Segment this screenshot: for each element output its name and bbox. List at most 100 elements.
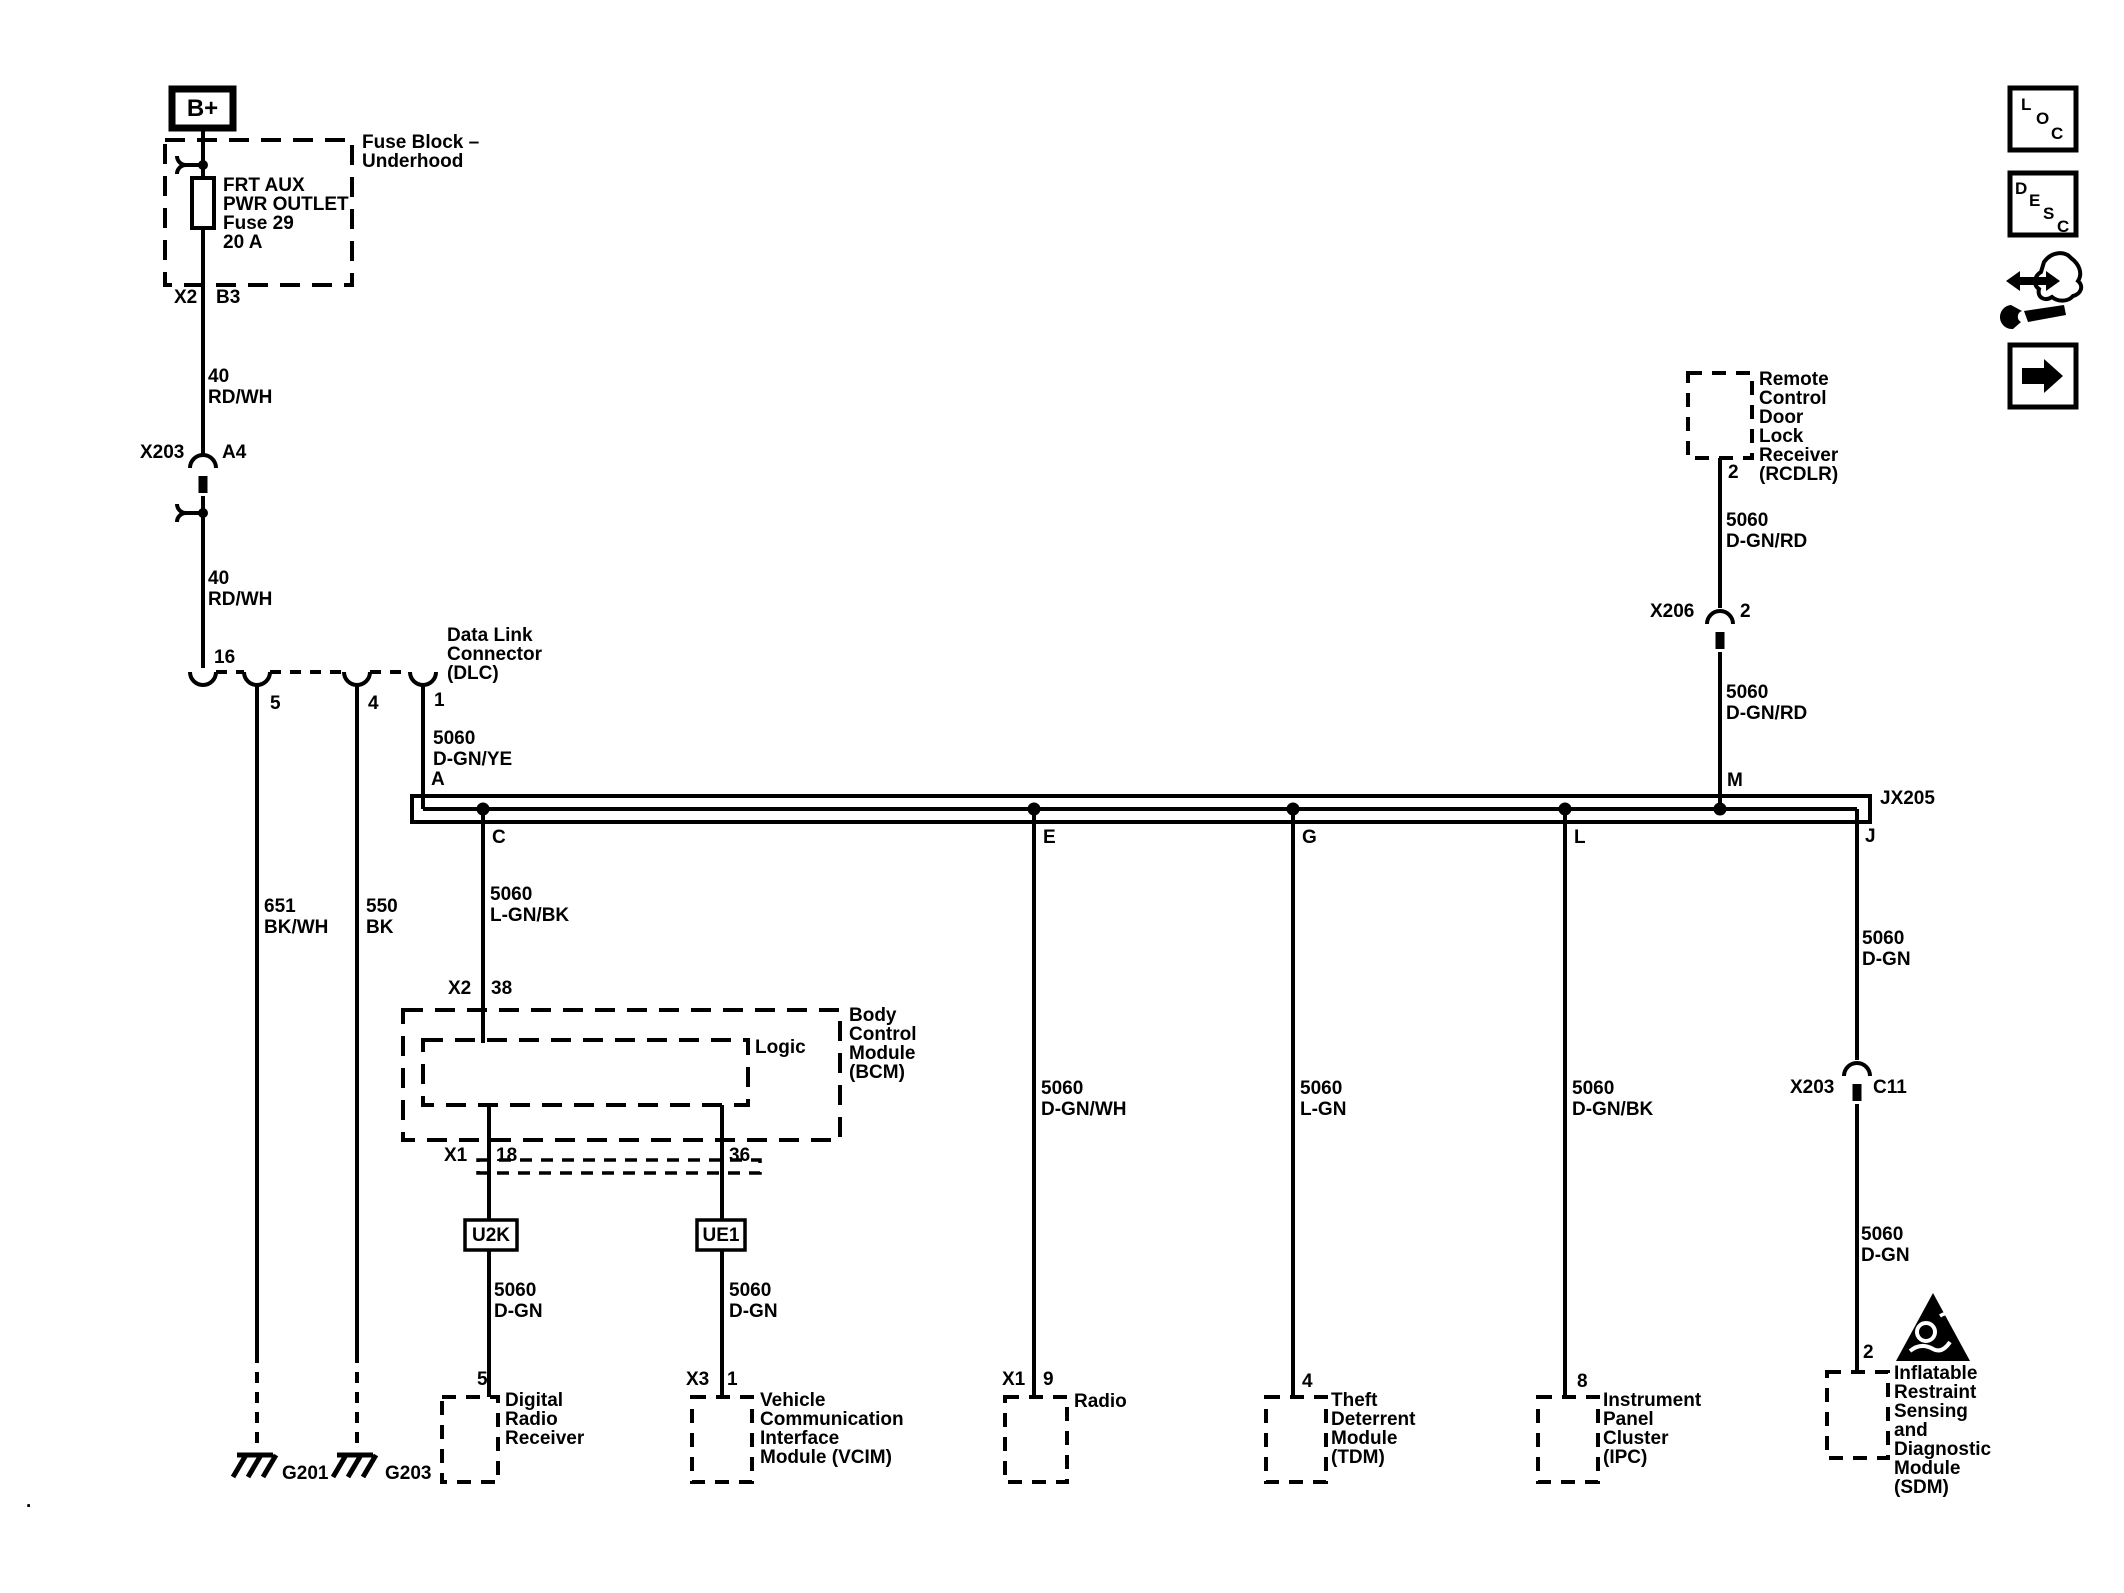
splice-pack-jx205-box xyxy=(410,794,1872,824)
loc-icon-letter-l: L xyxy=(2021,95,2032,114)
loc-icon-letter-c: C xyxy=(2051,124,2064,143)
wire-651-bkwh-label: 651 BK/WH xyxy=(264,896,329,938)
bus-terminal-e-label: E xyxy=(1043,827,1056,848)
bus-terminal-j-label: J xyxy=(1865,826,1876,847)
wire-5060-dgnrd-upper-label: 5060 D-GN/RD xyxy=(1726,510,1808,552)
connector-x206-label: X206 xyxy=(1650,601,1695,622)
connector-x203-sdm-label: X203 xyxy=(1790,1077,1835,1098)
bcm-output-wires xyxy=(487,1105,724,1397)
rcdlr-name: Remote Control Door Lock Receiver (RCDLR… xyxy=(1759,369,1839,485)
vcim-pin-1-label: 1 xyxy=(727,1369,738,1390)
harness-clip-icon xyxy=(175,503,208,523)
airbag-warning-icon xyxy=(1896,1293,1970,1361)
dlc-pin-4-label: 4 xyxy=(368,693,379,714)
ground-g203-label: G203 xyxy=(385,1463,432,1484)
inline-connector-x203-a4-icon xyxy=(188,453,218,493)
fuse-block-underhood-box xyxy=(163,138,354,287)
dlc-pin-16-label: 16 xyxy=(214,647,236,668)
bus-terminal-g-label: G xyxy=(1302,827,1317,848)
ipc-module-box xyxy=(1536,1395,1600,1484)
wire-5060-dgn-j-upper-label: 5060 D-GN xyxy=(1862,928,1911,970)
battery-positive-box xyxy=(168,85,237,132)
splice-pack-jx205-label: JX205 xyxy=(1880,788,1935,809)
dlc-pin-1-label: 1 xyxy=(434,690,445,711)
rcdlr-module-box xyxy=(1686,371,1754,460)
network-id-ue1-label: UE1 xyxy=(702,1225,740,1246)
radio-connector-x1-label: X1 xyxy=(1002,1369,1026,1390)
inline-connector-x206-icon xyxy=(1705,609,1735,649)
radio-module-box xyxy=(1003,1395,1069,1484)
digital-radio-receiver-box xyxy=(440,1395,500,1484)
bus-terminal-a-label: A xyxy=(431,769,445,790)
tdm-name: Theft Deterrent Module (TDM) xyxy=(1331,1390,1416,1468)
vcim-module-box xyxy=(690,1395,754,1484)
inline-connector-x203-c11-icon xyxy=(1842,1061,1872,1101)
bcm-module-box xyxy=(401,1008,842,1142)
bcm-pin-18-label: 18 xyxy=(496,1145,518,1166)
connector-x203-label: X203 xyxy=(140,442,185,463)
wire-40-rdwh-lower-label: 40 RD/WH xyxy=(208,568,273,610)
bcm-pin-36-label: 36 xyxy=(729,1145,751,1166)
ground-symbol-g201 xyxy=(230,1452,279,1479)
ground-wires xyxy=(255,684,359,1452)
wire-5060-dgnye-label: 5060 D-GN/YE xyxy=(433,728,513,770)
pin-a4-label: A4 xyxy=(222,442,247,463)
bcm-name: Body Control Module (BCM) xyxy=(849,1005,917,1083)
battery-positive-label: B+ xyxy=(186,95,219,122)
dlc-pin-5-label: 5 xyxy=(270,693,281,714)
wire-5060-lgnbk-label: 5060 L-GN/BK xyxy=(490,884,570,926)
vcim-name: Vehicle Communication Interface Module (… xyxy=(760,1390,904,1468)
connector-navigation-icon[interactable] xyxy=(1999,251,2084,330)
stray-period: . xyxy=(26,1491,32,1512)
x206-pin-2-label: 2 xyxy=(1740,601,1751,622)
drr-pin-5-label: 5 xyxy=(477,1369,488,1390)
connector-x2-label: X2 xyxy=(174,287,198,308)
fuse-block-name: Fuse Block – Underhood xyxy=(362,132,480,172)
wire-5060-dgn-j-lower-label: 5060 D-GN xyxy=(1861,1224,1910,1266)
dlc-connector-pins xyxy=(188,670,438,687)
wire-5060-dgnrd-lower-label: 5060 D-GN/RD xyxy=(1726,682,1808,724)
ipc-pin-8-label: 8 xyxy=(1577,1371,1588,1392)
bcm-connector-x2-label: X2 xyxy=(448,978,472,999)
drr-name: Digital Radio Receiver xyxy=(505,1390,585,1449)
desc-icon[interactable] xyxy=(2007,170,2079,238)
wire-40-rdwh-upper-label: 40 RD/WH xyxy=(208,366,273,408)
sdm-name: Inflatable Restraint Sensing and Diagnos… xyxy=(1894,1363,1992,1498)
tdm-module-box xyxy=(1264,1395,1328,1484)
vcim-connector-x3-label: X3 xyxy=(686,1369,710,1390)
ipc-name: Instrument Panel Cluster (IPC) xyxy=(1603,1390,1702,1468)
wire-5060-dgnwh-label: 5060 D-GN/WH xyxy=(1041,1078,1127,1120)
bcm-x1-connector-row xyxy=(476,1158,762,1175)
sdm-pin-2-label: 2 xyxy=(1863,1342,1874,1363)
radio-name: Radio xyxy=(1074,1391,1127,1412)
bus-terminal-c-label: C xyxy=(492,827,506,848)
dlc-name: Data Link Connector (DLC) xyxy=(447,625,542,684)
bcm-pin-38-label: 38 xyxy=(491,978,513,999)
loc-icon-letter-o: O xyxy=(2036,109,2050,128)
ground-symbol-g203 xyxy=(330,1452,379,1479)
desc-icon-letter-e: E xyxy=(2029,191,2041,210)
desc-icon-letter-c: C xyxy=(2057,217,2070,236)
wire-550-bk-label: 550 BK xyxy=(366,896,398,938)
network-id-u2k-box xyxy=(463,1218,519,1252)
bus-terminal-l-label: L xyxy=(1574,827,1586,848)
bus-terminal-m-label: M xyxy=(1727,770,1743,791)
wire-5060-dgn-right-label: 5060 D-GN xyxy=(729,1280,778,1322)
fuse-label: FRT AUX PWR OUTLET Fuse 29 20 A xyxy=(223,175,349,253)
pin-b3-label: B3 xyxy=(216,287,241,308)
sdm-module-box xyxy=(1825,1370,1890,1460)
desc-icon-letter-d: D xyxy=(2015,179,2028,198)
fuse-block-clip-icon xyxy=(175,155,208,175)
bcm-logic-box xyxy=(421,1038,750,1107)
network-id-u2k-label: U2K xyxy=(471,1225,510,1246)
wire-5060-dgnbk-label: 5060 D-GN/BK xyxy=(1572,1078,1654,1120)
loc-icon[interactable] xyxy=(2007,85,2079,153)
ground-g201-label: G201 xyxy=(282,1463,329,1484)
fuse-symbol xyxy=(190,176,216,230)
desc-icon-letter-s: S xyxy=(2043,204,2055,223)
wire-5060-lgn-label: 5060 L-GN xyxy=(1300,1078,1347,1120)
next-page-arrow-icon[interactable] xyxy=(2007,342,2079,410)
network-id-ue1-box xyxy=(695,1218,747,1252)
tdm-pin-4-label: 4 xyxy=(1302,1371,1313,1392)
